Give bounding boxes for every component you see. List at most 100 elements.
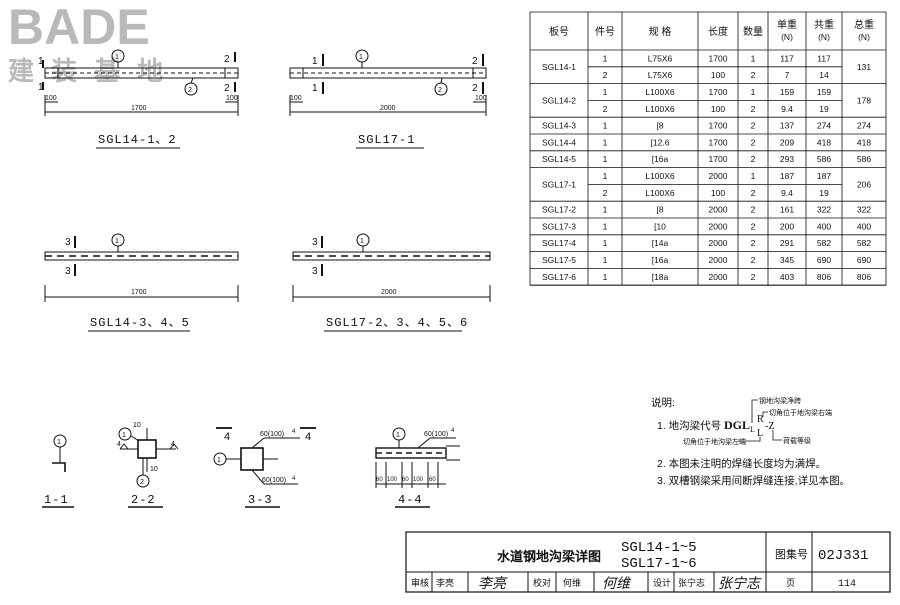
dim-top: 10	[133, 422, 141, 429]
table-cell: 806	[817, 272, 831, 282]
mark-left-top-label: 1	[312, 56, 318, 67]
review-name: 李亮	[436, 577, 454, 588]
table-cell: 2	[751, 188, 756, 198]
section-label-2-2: 2-2	[131, 493, 156, 507]
table-cell: [8	[656, 205, 663, 215]
table-cell: 9.4	[781, 188, 793, 198]
box-profile	[240, 447, 264, 471]
note-ann-left: 切角位于地沟梁左端	[683, 437, 746, 446]
table-cell-board: SGL17-3	[542, 221, 576, 231]
table-cell: 2	[751, 70, 756, 80]
table-cell: 1	[603, 121, 608, 131]
note-1-code-sub: L	[750, 425, 755, 434]
table-cell-board: SGL14-2	[542, 95, 576, 105]
section-label-4-4: 4-4	[398, 493, 423, 507]
table-cell: 1	[603, 272, 608, 282]
table-cell: 1	[603, 255, 608, 265]
table-header: 共重	[814, 18, 834, 31]
callout-leader-2	[190, 77, 194, 84]
callout-2-text: 2	[438, 87, 442, 94]
note-2: 2. 本图未注明的焊缝长度均为满焊。	[657, 457, 826, 470]
table-cell-total: 586	[857, 154, 871, 164]
drawing-title-sgl17-2-6: SGL17-2、3、4、5、6	[326, 316, 468, 330]
table-cell: 2	[751, 272, 756, 282]
table-cell: 19	[819, 188, 829, 198]
table-cell: 2	[751, 238, 756, 248]
table-cell: 2	[751, 104, 756, 114]
table-cell-board: SGL14-1	[542, 62, 576, 72]
table-cell: [14a	[652, 238, 669, 248]
mark-right-bottom-label: 2	[472, 83, 478, 94]
table-cell-board: SGL17-6	[542, 272, 576, 282]
table-cell: 117	[817, 53, 831, 63]
table-cell: [10	[654, 221, 666, 231]
table-cell: 19	[819, 104, 829, 114]
table-cell: 293	[780, 154, 794, 164]
table-header: 件号	[595, 26, 615, 38]
table-cell: 274	[817, 121, 831, 131]
table-cell-total: 206	[857, 179, 871, 189]
design-label: 设计	[653, 577, 671, 588]
table-cell-total: 274	[857, 121, 871, 131]
table-cell: 187	[780, 171, 794, 181]
table-cell-board: SGL17-1	[542, 179, 576, 189]
mark-top-label: 3	[65, 237, 71, 248]
table-cell: 2000	[709, 238, 728, 248]
page-label: 页	[786, 578, 795, 588]
table-cell: 690	[817, 255, 831, 265]
weld-symbol-left	[119, 443, 129, 450]
drawing-title-sgl14-1-2: SGL14-1、2	[98, 133, 177, 147]
table-cell: 1	[603, 154, 608, 164]
callout-1-text: 1	[396, 432, 400, 439]
note-3: 3. 双槽钢梁采用间断焊缝连接,详见本图。	[657, 474, 850, 487]
table-cell-total: 400	[857, 221, 871, 231]
callout-2-text: 2	[140, 479, 144, 486]
callout-1-text: 1	[122, 432, 126, 439]
design-name: 张宁志	[678, 577, 705, 588]
table-cell: 1	[603, 221, 608, 231]
dim-end-right: 100	[226, 95, 238, 102]
leader-left	[738, 437, 761, 442]
dim-seg-0: 60	[376, 477, 383, 483]
table-cell: 2	[751, 221, 756, 231]
drawing-sgl14-1-2	[42, 49, 239, 116]
drawing-sgl14-3-4-5	[44, 233, 239, 302]
table-cell-board: SGL14-4	[542, 137, 576, 147]
table-cell: 1	[603, 205, 608, 215]
dim-total: 1700	[131, 289, 147, 296]
dim-end-left: 100	[45, 95, 57, 102]
table-cell-board: SGL17-5	[542, 255, 576, 265]
dim-bottom: 60(100)	[262, 477, 286, 484]
table-cell: 159	[817, 87, 831, 97]
table-cell: 100	[711, 188, 725, 198]
table-cell: 209	[780, 137, 794, 147]
callout-circle-1	[213, 452, 227, 466]
weld-size-top: 4	[292, 429, 296, 435]
table-header: 长度	[708, 25, 728, 38]
callout-leader-1	[130, 435, 140, 442]
table-cell: 7	[785, 70, 790, 80]
note-1-leaders	[738, 399, 782, 442]
section-3-3	[213, 427, 316, 508]
table-cell: [16a	[652, 255, 669, 265]
table-cell: [12.6	[651, 137, 670, 147]
callout-circle-1	[118, 427, 132, 441]
callout-1-text: 1	[360, 238, 364, 245]
dim-seg-2: 60	[402, 477, 409, 483]
table-cell: 9.4	[781, 104, 793, 114]
page-number: 114	[838, 579, 856, 590]
review-signature: 李亮	[478, 576, 508, 592]
table-cell: 1	[603, 238, 608, 248]
table-cell: 2	[751, 137, 756, 147]
callout-1-text: 1	[217, 457, 221, 464]
mark-left-bottom-label: 1	[312, 83, 318, 94]
table-cell: 400	[817, 221, 831, 231]
table-cell-board: SGL17-4	[542, 238, 576, 248]
table-header: 单重	[777, 18, 797, 31]
dim-seg-4: 60	[429, 477, 436, 483]
drawing-title-sgl14-3-4-5: SGL14-3、4、5	[90, 316, 190, 330]
callout-1-text: 1	[359, 54, 363, 61]
table-cell: [16a	[652, 154, 669, 164]
